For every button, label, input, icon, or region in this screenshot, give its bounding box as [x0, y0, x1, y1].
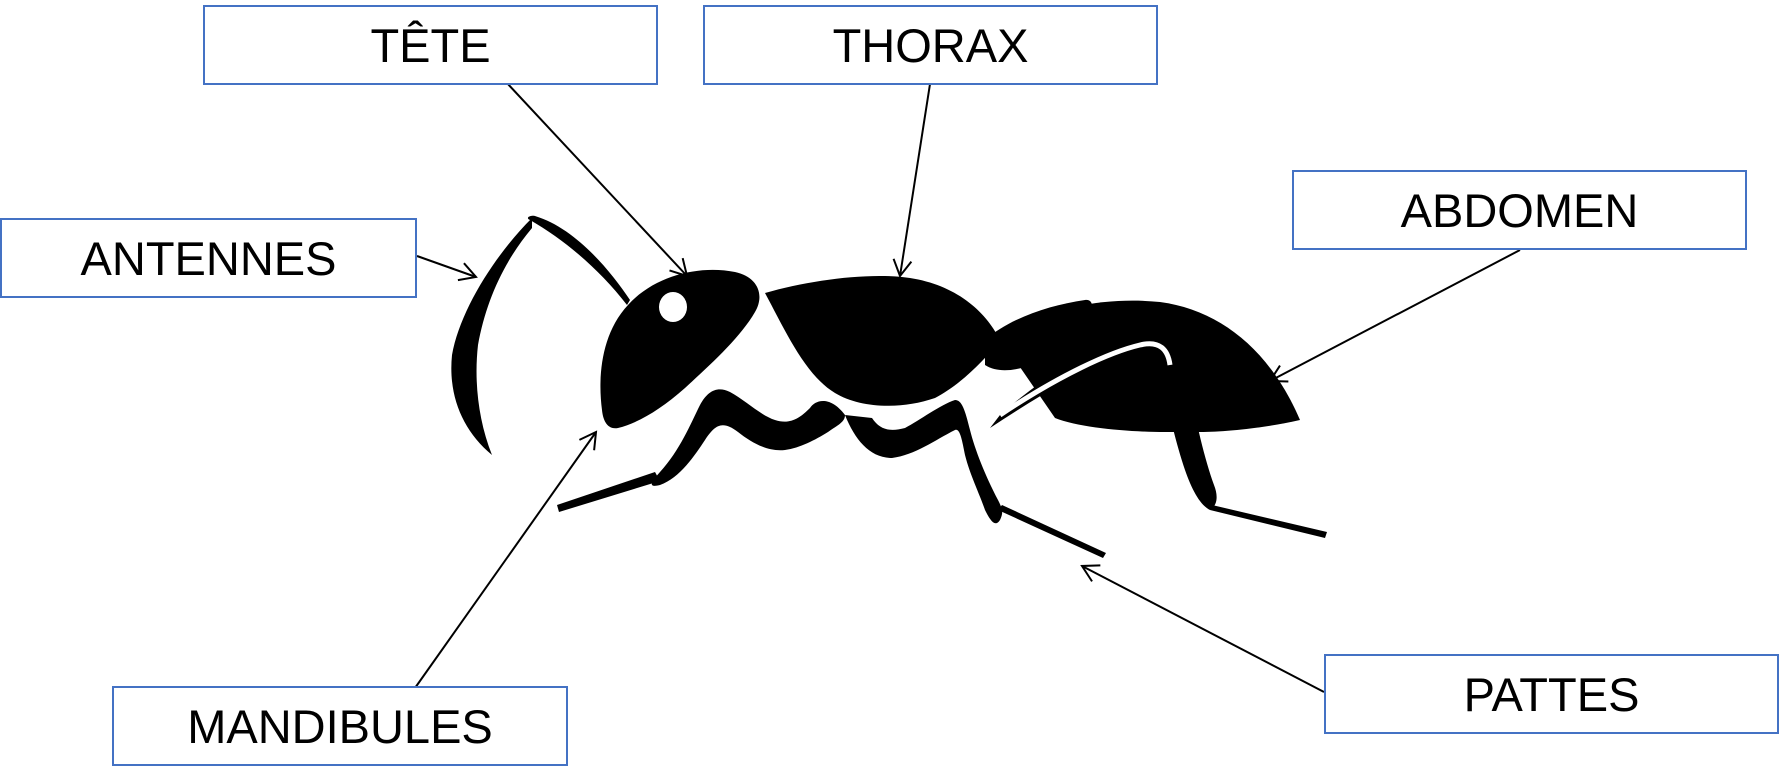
label-mandibules: MANDIBULES	[112, 686, 568, 766]
ant-thorax	[765, 276, 1000, 406]
label-pattes: PATTES	[1324, 654, 1779, 734]
label-antennes: ANTENNES	[0, 218, 417, 298]
antenna-lower	[451, 218, 532, 455]
ant-middle-leg	[845, 400, 1002, 523]
arrow-antennes	[417, 256, 476, 277]
arrow-pattes	[1082, 566, 1324, 692]
ant-middle-leg-foot	[998, 505, 1106, 558]
label-mandibules-text: MANDIBULES	[187, 699, 493, 754]
label-antennes-text: ANTENNES	[81, 231, 337, 286]
label-tete: TÊTE	[203, 5, 658, 85]
antenna	[528, 216, 630, 305]
label-thorax: THORAX	[703, 5, 1158, 85]
ant-front-leg	[652, 389, 845, 486]
ant-abdomen	[1000, 301, 1300, 432]
arrow-tete	[506, 82, 687, 276]
arrow-thorax	[900, 84, 930, 276]
ant-eye	[659, 292, 687, 322]
arrow-mandibules	[415, 432, 596, 688]
label-thorax-text: THORAX	[833, 18, 1029, 73]
label-tete-text: TÊTE	[370, 18, 490, 73]
ant-hind-leg-foot	[1210, 505, 1327, 538]
arrow-abdomen	[1270, 250, 1520, 381]
label-pattes-text: PATTES	[1464, 667, 1640, 722]
ant-silhouette	[451, 216, 1327, 558]
label-abdomen-text: ABDOMEN	[1401, 183, 1639, 238]
label-abdomen: ABDOMEN	[1292, 170, 1747, 250]
ant-front-leg-foot	[557, 472, 660, 512]
